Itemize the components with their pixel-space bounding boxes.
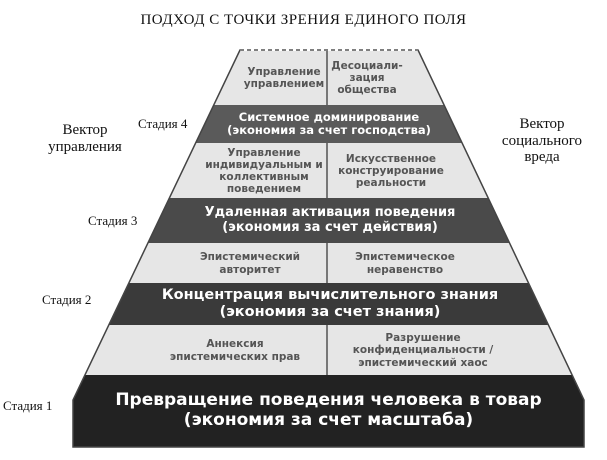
stage2-label: Стадия 2: [42, 292, 92, 307]
cell-control-of-control: Управление управлением: [243, 65, 325, 90]
row1-cells: [73, 325, 584, 375]
band-subtitle: (экономия за счет знания): [219, 304, 441, 320]
stage1-band-text: Превращение поведения человека в товар (…: [73, 378, 584, 444]
stage2-band-text: Концентрация вычислительного знания (эко…: [120, 283, 540, 325]
stage1-label: Стадия 1: [3, 398, 53, 413]
stage4-label: Стадия 4: [138, 116, 188, 131]
stage4-band-text: Системное доминирование (экономия за сче…: [200, 105, 458, 143]
cell-reality-construction: Искусственное конструирование реальности: [338, 152, 444, 190]
band-subtitle: (экономия за счет масштаба): [183, 410, 474, 430]
stage3-band-text: Удаленная активация поведения (экономия …: [160, 198, 500, 243]
band-title: Системное доминирование: [238, 109, 420, 124]
stage2-band: [73, 283, 584, 325]
band-subtitle: (экономия за счет господства): [227, 123, 431, 137]
band-title: Превращение поведения человека в товар: [115, 390, 542, 411]
stage1-band: [73, 375, 584, 447]
cell-epistemic-inequality: Эпистемическое неравенство: [355, 251, 455, 276]
cell-epistemic-authority: Эпистемический авторитет: [199, 251, 301, 276]
stage3-label: Стадия 3: [88, 213, 138, 228]
diagram-title: ПОДХОД С ТОЧКИ ЗРЕНИЯ ЕДИНОГО ПОЛЯ: [140, 12, 467, 28]
right-axis-label: Вектор социального вреда: [501, 116, 583, 165]
band-title: Концентрация вычислительного знания: [161, 287, 499, 304]
band-subtitle: (экономия за счет действия): [222, 219, 438, 235]
cell-privacy-destruction: Разрушение конфиденциальности / эпистеми…: [352, 332, 494, 369]
cell-desocialization: Десоциали-зация общества: [331, 59, 403, 97]
row2-cells: [73, 243, 584, 283]
left-axis-label: Вектор управления: [48, 122, 122, 155]
band-title: Удаленная активация поведения: [204, 204, 456, 220]
cell-annexation-epistemic-rights: Аннексия эпистемических прав: [169, 338, 301, 363]
cell-behavior-control: Управление индивидуальным и коллективным…: [205, 146, 323, 196]
